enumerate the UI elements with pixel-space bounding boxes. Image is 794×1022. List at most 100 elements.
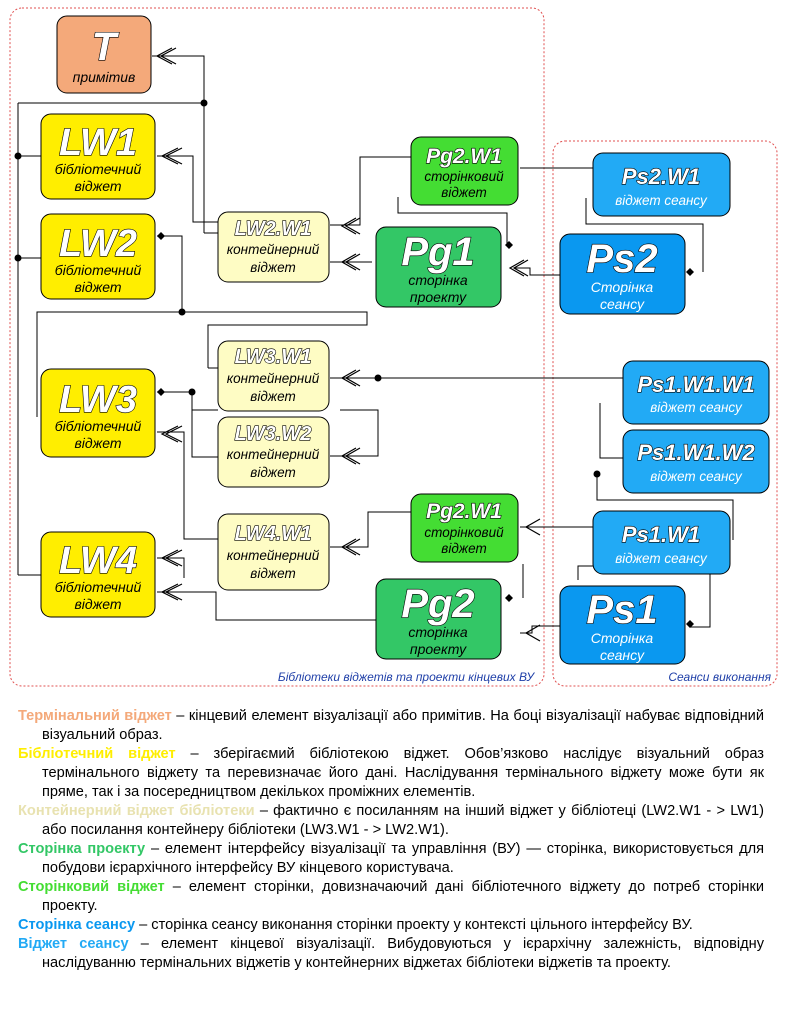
svg-text:сторінковий: сторінковий: [424, 525, 504, 540]
svg-text:проекту: проекту: [410, 641, 467, 657]
legend-entry-container: Контейнерний віджет бібліотеки – фактичн…: [18, 802, 764, 840]
svg-text:віджет сеансу: віджет сеансу: [650, 400, 743, 415]
legend-text: – зберігаємий бібліотекою віджет. Обов’я…: [42, 746, 764, 800]
node-session-widget-Ps1W1W1[interactable]: Ps1.W1.W1 віджет сеансу: [622, 360, 770, 425]
library-region-label: Бібліотеки віджетів та проекти кінцевих …: [278, 670, 535, 684]
svg-text:Сторінка: Сторінка: [591, 279, 654, 295]
svg-text:LW3.W1: LW3.W1: [235, 346, 312, 368]
svg-text:віджет: віджет: [74, 435, 121, 451]
svg-text:контейнерний: контейнерний: [227, 371, 320, 386]
sessions-region: [552, 140, 778, 687]
svg-text:сеансу: сеансу: [600, 647, 645, 663]
node-container-LW3W1[interactable]: LW3.W1 контейнерний віджет: [217, 340, 330, 412]
svg-text:віджет: віджет: [250, 465, 295, 480]
svg-text:LW4.W1: LW4.W1: [235, 523, 312, 545]
svg-text:віджет сеансу: віджет сеансу: [615, 193, 708, 208]
svg-text:примітив: примітив: [73, 69, 136, 85]
node-container-LW4W1[interactable]: LW4.W1 контейнерний віджет: [217, 513, 330, 591]
svg-text:контейнерний: контейнерний: [227, 447, 320, 462]
legend-entry-library: Бібліотечний віджет – зберігаємий бібліо…: [18, 745, 764, 802]
node-container-LW2W1[interactable]: LW2.W1 контейнерний віджет: [217, 211, 330, 283]
legend-entry-session-widget: Віджет сеансу – елемент кінцевої візуалі…: [18, 935, 764, 973]
svg-text:LW3: LW3: [59, 379, 137, 421]
legend: Термінальний віджет – кінцевий елемент в…: [18, 707, 764, 973]
legend-term: Термінальний віджет: [18, 708, 172, 724]
svg-text:Ps1.W1: Ps1.W1: [622, 522, 700, 547]
legend-text: – кінцевий елемент візуалізації або прим…: [42, 708, 764, 743]
svg-text:віджет сеансу: віджет сеансу: [650, 469, 743, 484]
svg-text:сторінка: сторінка: [408, 272, 468, 288]
node-project-page-Pg1[interactable]: Pg1 сторінка проекту: [375, 226, 502, 308]
svg-text:Ps2: Ps2: [586, 237, 657, 281]
node-terminal-T[interactable]: T примітив: [56, 15, 152, 94]
svg-text:Ps2.W1: Ps2.W1: [622, 164, 700, 189]
svg-text:віджет: віджет: [74, 178, 121, 194]
node-session-page-Ps1[interactable]: Ps1 Сторінка сеансу: [559, 585, 686, 665]
legend-entry-terminal: Термінальний віджет – кінцевий елемент в…: [18, 707, 764, 745]
svg-text:віджет: віджет: [74, 279, 121, 295]
svg-text:LW1: LW1: [59, 122, 137, 164]
node-session-widget-Ps2W1[interactable]: Ps2.W1 віджет сеансу: [592, 152, 731, 217]
svg-text:віджет сеансу: віджет сеансу: [615, 551, 708, 566]
svg-text:Pg2.W1: Pg2.W1: [426, 145, 502, 168]
svg-text:Pg2: Pg2: [401, 582, 474, 626]
svg-text:сторінковий: сторінковий: [424, 169, 504, 184]
node-library-LW3[interactable]: LW3 бібліотечний віджет: [40, 368, 156, 458]
legend-term: Сторінка проекту: [18, 841, 146, 857]
svg-text:Сторінка: Сторінка: [591, 630, 654, 646]
svg-text:бібліотечний: бібліотечний: [55, 418, 142, 434]
node-page-widget-Pg2W1-bottom[interactable]: Pg2.W1 сторінковий віджет: [410, 493, 519, 563]
svg-text:контейнерний: контейнерний: [227, 242, 320, 257]
node-library-LW4[interactable]: LW4 бібліотечний віджет: [40, 531, 156, 618]
svg-text:LW2: LW2: [59, 223, 137, 265]
library-region: [9, 7, 545, 687]
svg-text:LW3.W2: LW3.W2: [235, 423, 312, 445]
svg-text:Ps1: Ps1: [586, 588, 657, 632]
svg-text:LW4: LW4: [59, 540, 137, 582]
legend-text: – сторінка сеансу виконання сторінки про…: [135, 917, 693, 933]
node-project-page-Pg2[interactable]: Pg2 сторінка проекту: [375, 578, 502, 660]
svg-text:віджет: віджет: [250, 566, 295, 581]
svg-text:віджет: віджет: [441, 541, 486, 556]
svg-text:LW2.W1: LW2.W1: [235, 218, 312, 240]
legend-term: Віджет сеансу: [18, 936, 129, 952]
svg-text:контейнерний: контейнерний: [227, 548, 320, 563]
node-library-LW2[interactable]: LW2 бібліотечний віджет: [40, 213, 156, 300]
arrow-heads: [155, 47, 541, 642]
svg-text:Pg2.W1: Pg2.W1: [426, 500, 502, 523]
legend-term: Контейнерний віджет бібліотеки: [18, 803, 255, 819]
node-library-LW1[interactable]: LW1 бібліотечний віджет: [40, 113, 156, 200]
legend-text: – фактично є посиланням на інший віджет …: [42, 803, 764, 838]
svg-text:бібліотечний: бібліотечний: [55, 262, 142, 278]
svg-text:сеансу: сеансу: [600, 296, 645, 312]
svg-text:віджет: віджет: [74, 596, 121, 612]
svg-text:сторінка: сторінка: [408, 624, 468, 640]
svg-text:бібліотечний: бібліотечний: [55, 161, 142, 177]
node-session-widget-Ps1W1[interactable]: Ps1.W1 віджет сеансу: [592, 510, 731, 575]
svg-text:Ps1.W1.W1: Ps1.W1.W1: [637, 372, 754, 397]
legend-entry-project-page: Сторінка проекту – елемент інтерфейсу ві…: [18, 840, 764, 878]
node-session-page-Ps2[interactable]: Ps2 Сторінка сеансу: [559, 233, 686, 315]
svg-text:віджет: віджет: [441, 185, 486, 200]
legend-term: Сторінка сеансу: [18, 917, 136, 933]
legend-entry-page-widget: Сторінковий віджет – елемент сторінки, д…: [18, 878, 764, 916]
legend-term: Бібліотечний віджет: [18, 746, 176, 762]
legend-entry-session-page: Сторінка сеансу – сторінка сеансу викона…: [18, 916, 764, 935]
svg-text:віджет: віджет: [250, 389, 295, 404]
node-session-widget-Ps1W1W2[interactable]: Ps1.W1.W2 віджет сеансу: [622, 429, 770, 494]
legend-text: – елемент кінцевої візуалізації. Вибудов…: [42, 936, 764, 971]
sessions-region-label: Сеанси виконання: [668, 670, 771, 684]
inheritance-diagram: Бібліотеки віджетів та проекти кінцевих …: [9, 7, 778, 687]
svg-text:віджет: віджет: [250, 260, 295, 275]
node-container-LW3W2[interactable]: LW3.W2 контейнерний віджет: [217, 416, 330, 488]
legend-term: Сторінковий віджет: [18, 879, 165, 895]
svg-text:T: T: [92, 25, 120, 69]
legend-text: – елемент інтерфейсу візуалізації та упр…: [42, 841, 765, 876]
svg-text:Ps1.W1.W2: Ps1.W1.W2: [637, 440, 755, 465]
node-page-widget-Pg2W1-top[interactable]: Pg2.W1 сторінковий віджет: [410, 136, 519, 206]
svg-text:проекту: проекту: [410, 289, 467, 305]
connection-lines: [17, 55, 734, 634]
legend-text: – елемент сторінки, довизначаючий дані б…: [42, 879, 764, 914]
svg-text:бібліотечний: бібліотечний: [55, 579, 142, 595]
svg-text:Pg1: Pg1: [401, 230, 474, 274]
